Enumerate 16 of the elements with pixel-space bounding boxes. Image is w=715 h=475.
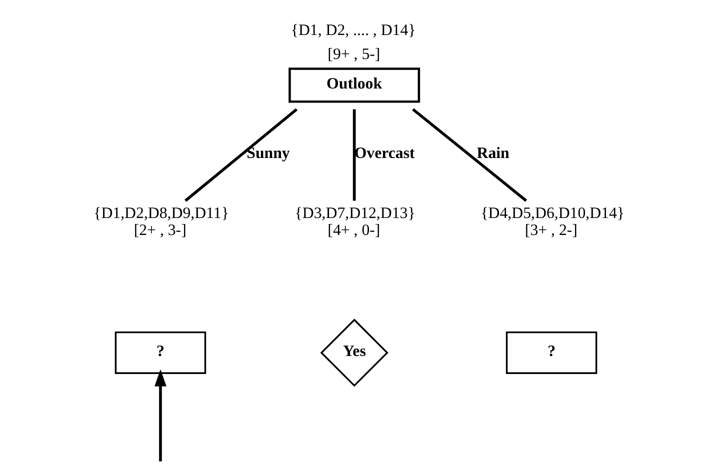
connector	[352, 109, 356, 201]
node-text: {D1,D2,D8,D9,D11} [2+ , 3-]	[93, 205, 228, 240]
node-diamond: Yes	[320, 318, 388, 387]
arrow	[154, 369, 166, 462]
node-box: ?	[505, 331, 597, 374]
connector	[184, 108, 298, 202]
node-label: [9+ , 5-]	[327, 46, 380, 63]
edge-label: Overcast	[354, 144, 414, 162]
edge-label: Rain	[476, 144, 509, 162]
node-label: {D1, D2, .... , D14}	[290, 22, 416, 39]
node-box: ?	[114, 331, 206, 374]
node-text: {D4,D5,D6,D10,D14} [3+ , 2-]	[480, 205, 624, 240]
node-text: {D3,D7,D12,D13} [4+ , 0-]	[294, 205, 415, 240]
node-box: Outlook	[288, 68, 420, 103]
edge-label: Sunny	[246, 144, 290, 162]
connector	[412, 108, 527, 202]
